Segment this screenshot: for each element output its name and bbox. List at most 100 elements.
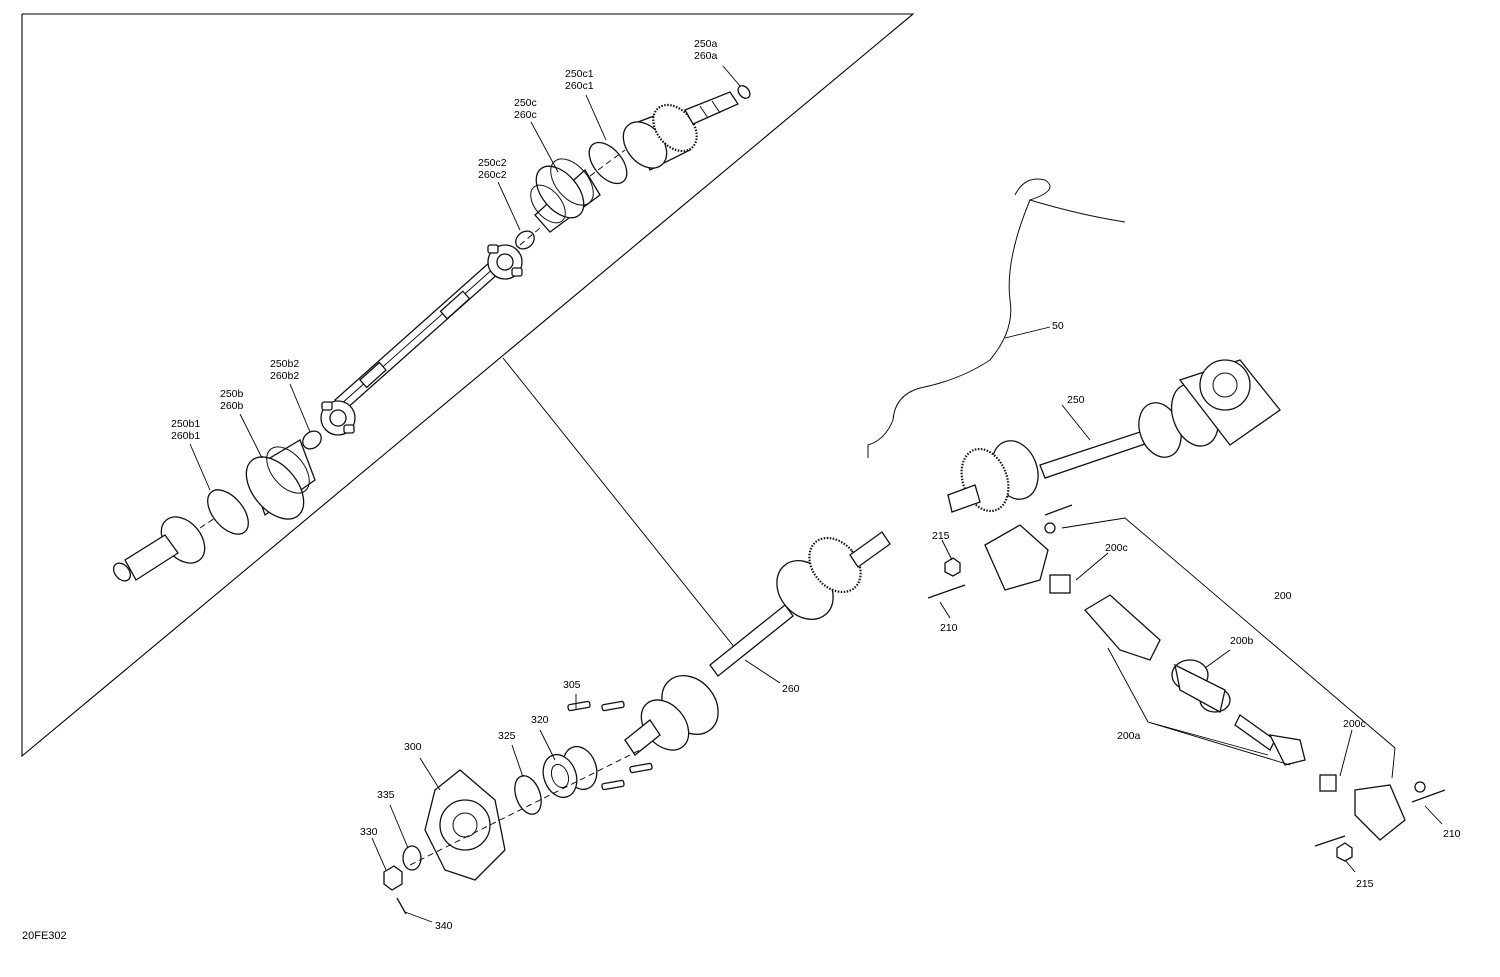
callout-200b: 200b xyxy=(1230,635,1253,647)
circlip-250a xyxy=(737,85,751,99)
bolt-210-top xyxy=(1044,504,1073,516)
callout-250a-line1: 250a xyxy=(694,38,718,50)
callout-250b2: 250b2 260b2 xyxy=(270,358,299,382)
stud-305-a xyxy=(567,700,591,712)
callout-325-text: 325 xyxy=(498,730,516,742)
callout-50-text: 50 xyxy=(1052,320,1064,332)
nut-215-bottom xyxy=(1336,842,1353,862)
callout-250b1-line2: 260b1 xyxy=(171,430,201,442)
callout-250b-line2: 260b xyxy=(220,400,244,412)
wheel-hub-300 xyxy=(424,769,506,881)
callout-250a-line2: 260a xyxy=(694,50,718,62)
callout-200b-text: 200b xyxy=(1230,635,1254,647)
tripod-joint-left xyxy=(320,400,356,436)
callout-250c1-line1: 250c1 xyxy=(565,68,594,80)
callout-340-text: 340 xyxy=(435,920,453,932)
callout-305-text: 305 xyxy=(563,679,581,691)
callout-250b2-line2: 260b2 xyxy=(270,370,300,382)
callout-250c-line2: 260c xyxy=(514,109,537,121)
callout-210-left-text: 210 xyxy=(940,622,958,634)
callout-300: 300 xyxy=(404,741,422,753)
cv-housing-outer xyxy=(622,91,739,171)
wiring-harness-50 xyxy=(867,178,1126,458)
callout-200a-text: 200a xyxy=(1117,730,1141,742)
callout-200c-bottom-text: 200c xyxy=(1343,718,1366,730)
callout-250: 250 xyxy=(1067,394,1085,406)
callout-325: 325 xyxy=(498,730,516,742)
nut-330 xyxy=(383,865,403,891)
boot-250c xyxy=(530,158,601,233)
detail-frame xyxy=(21,13,915,758)
callout-200c-bottom: 200c xyxy=(1343,718,1366,730)
boot-200b xyxy=(1171,659,1231,713)
callout-210-right-text: 210 xyxy=(1443,828,1461,840)
callout-335: 335 xyxy=(377,789,395,801)
detail-frame-link xyxy=(502,357,736,649)
callout-250b2-line1: 250b2 xyxy=(270,358,300,370)
callout-250c2: 250c2 260c2 xyxy=(478,157,507,181)
bearing-320 xyxy=(542,745,598,799)
prop-shaft-200 xyxy=(927,504,1446,862)
stud-305-b xyxy=(601,700,625,712)
callout-50: 50 xyxy=(1052,320,1064,332)
callout-300-text: 300 xyxy=(404,741,422,753)
callout-215-top-text: 215 xyxy=(932,530,950,542)
nut-215-top xyxy=(944,557,961,577)
circlip-325 xyxy=(514,775,542,815)
clamp-ring-250b1 xyxy=(207,489,249,535)
callout-215-top: 215 xyxy=(932,530,950,542)
leader-lines xyxy=(189,65,1443,923)
drive-shaft-250-assembly xyxy=(947,359,1281,513)
callout-250c: 250c 260c xyxy=(514,97,537,121)
boot-250b xyxy=(245,439,316,520)
callout-330-text: 330 xyxy=(360,826,378,838)
splined-shaft xyxy=(1234,714,1276,751)
callout-340: 340 xyxy=(435,920,453,932)
bolt-210-lower xyxy=(1314,835,1346,847)
clamp-250b2 xyxy=(302,430,322,450)
callout-210-left: 210 xyxy=(940,622,958,634)
callout-330: 330 xyxy=(360,826,378,838)
yoke-200a xyxy=(1083,594,1161,661)
callout-250b1-line1: 250b1 xyxy=(171,418,201,430)
u-joint-200c-top xyxy=(1049,574,1071,594)
figure-code: 20FE302 xyxy=(22,930,67,942)
callout-250c1-line2: 260c1 xyxy=(565,80,594,92)
cv-housing-inner xyxy=(112,516,206,582)
callout-320-text: 320 xyxy=(531,714,549,726)
callout-305: 305 xyxy=(563,679,581,691)
callout-260-text: 260 xyxy=(782,683,800,695)
slip-yoke xyxy=(1268,734,1306,766)
callout-320: 320 xyxy=(531,714,549,726)
shaft-tube xyxy=(334,261,501,411)
callout-260: 260 xyxy=(782,683,800,695)
callout-215-bottom: 215 xyxy=(1356,878,1374,890)
tripod-joint-right xyxy=(487,244,523,280)
callout-200a: 200a xyxy=(1117,730,1140,742)
exploded-drive-shaft xyxy=(112,85,751,582)
callout-200: 200 xyxy=(1274,590,1292,602)
callout-250c2-line2: 260c2 xyxy=(478,169,507,181)
yoke-flange-top xyxy=(984,524,1049,591)
callout-250c2-line1: 250c2 xyxy=(478,157,507,169)
callout-250c-line1: 250c xyxy=(514,97,537,109)
callout-250a: 250a 260a xyxy=(694,38,717,62)
bolt-210-left xyxy=(927,584,966,599)
callout-200-text: 200 xyxy=(1274,590,1292,602)
callout-250b: 250b 260b xyxy=(220,388,243,412)
callout-250-text: 250 xyxy=(1067,394,1085,406)
drive-shaft-260-assembly xyxy=(624,531,891,756)
callout-200c-top-text: 200c xyxy=(1105,542,1128,554)
stud-305-c xyxy=(601,779,625,791)
callout-210-right: 210 xyxy=(1443,828,1461,840)
yoke-flange-bottom xyxy=(1354,784,1406,841)
u-joint-200c-bottom xyxy=(1319,774,1337,792)
callout-335-text: 335 xyxy=(377,789,395,801)
stud-305-d xyxy=(629,762,653,774)
hub-assembly-parts xyxy=(383,700,653,915)
callout-250c1: 250c1 260c1 xyxy=(565,68,594,92)
washer-335 xyxy=(402,845,422,871)
bolt-210-right xyxy=(1411,789,1446,803)
